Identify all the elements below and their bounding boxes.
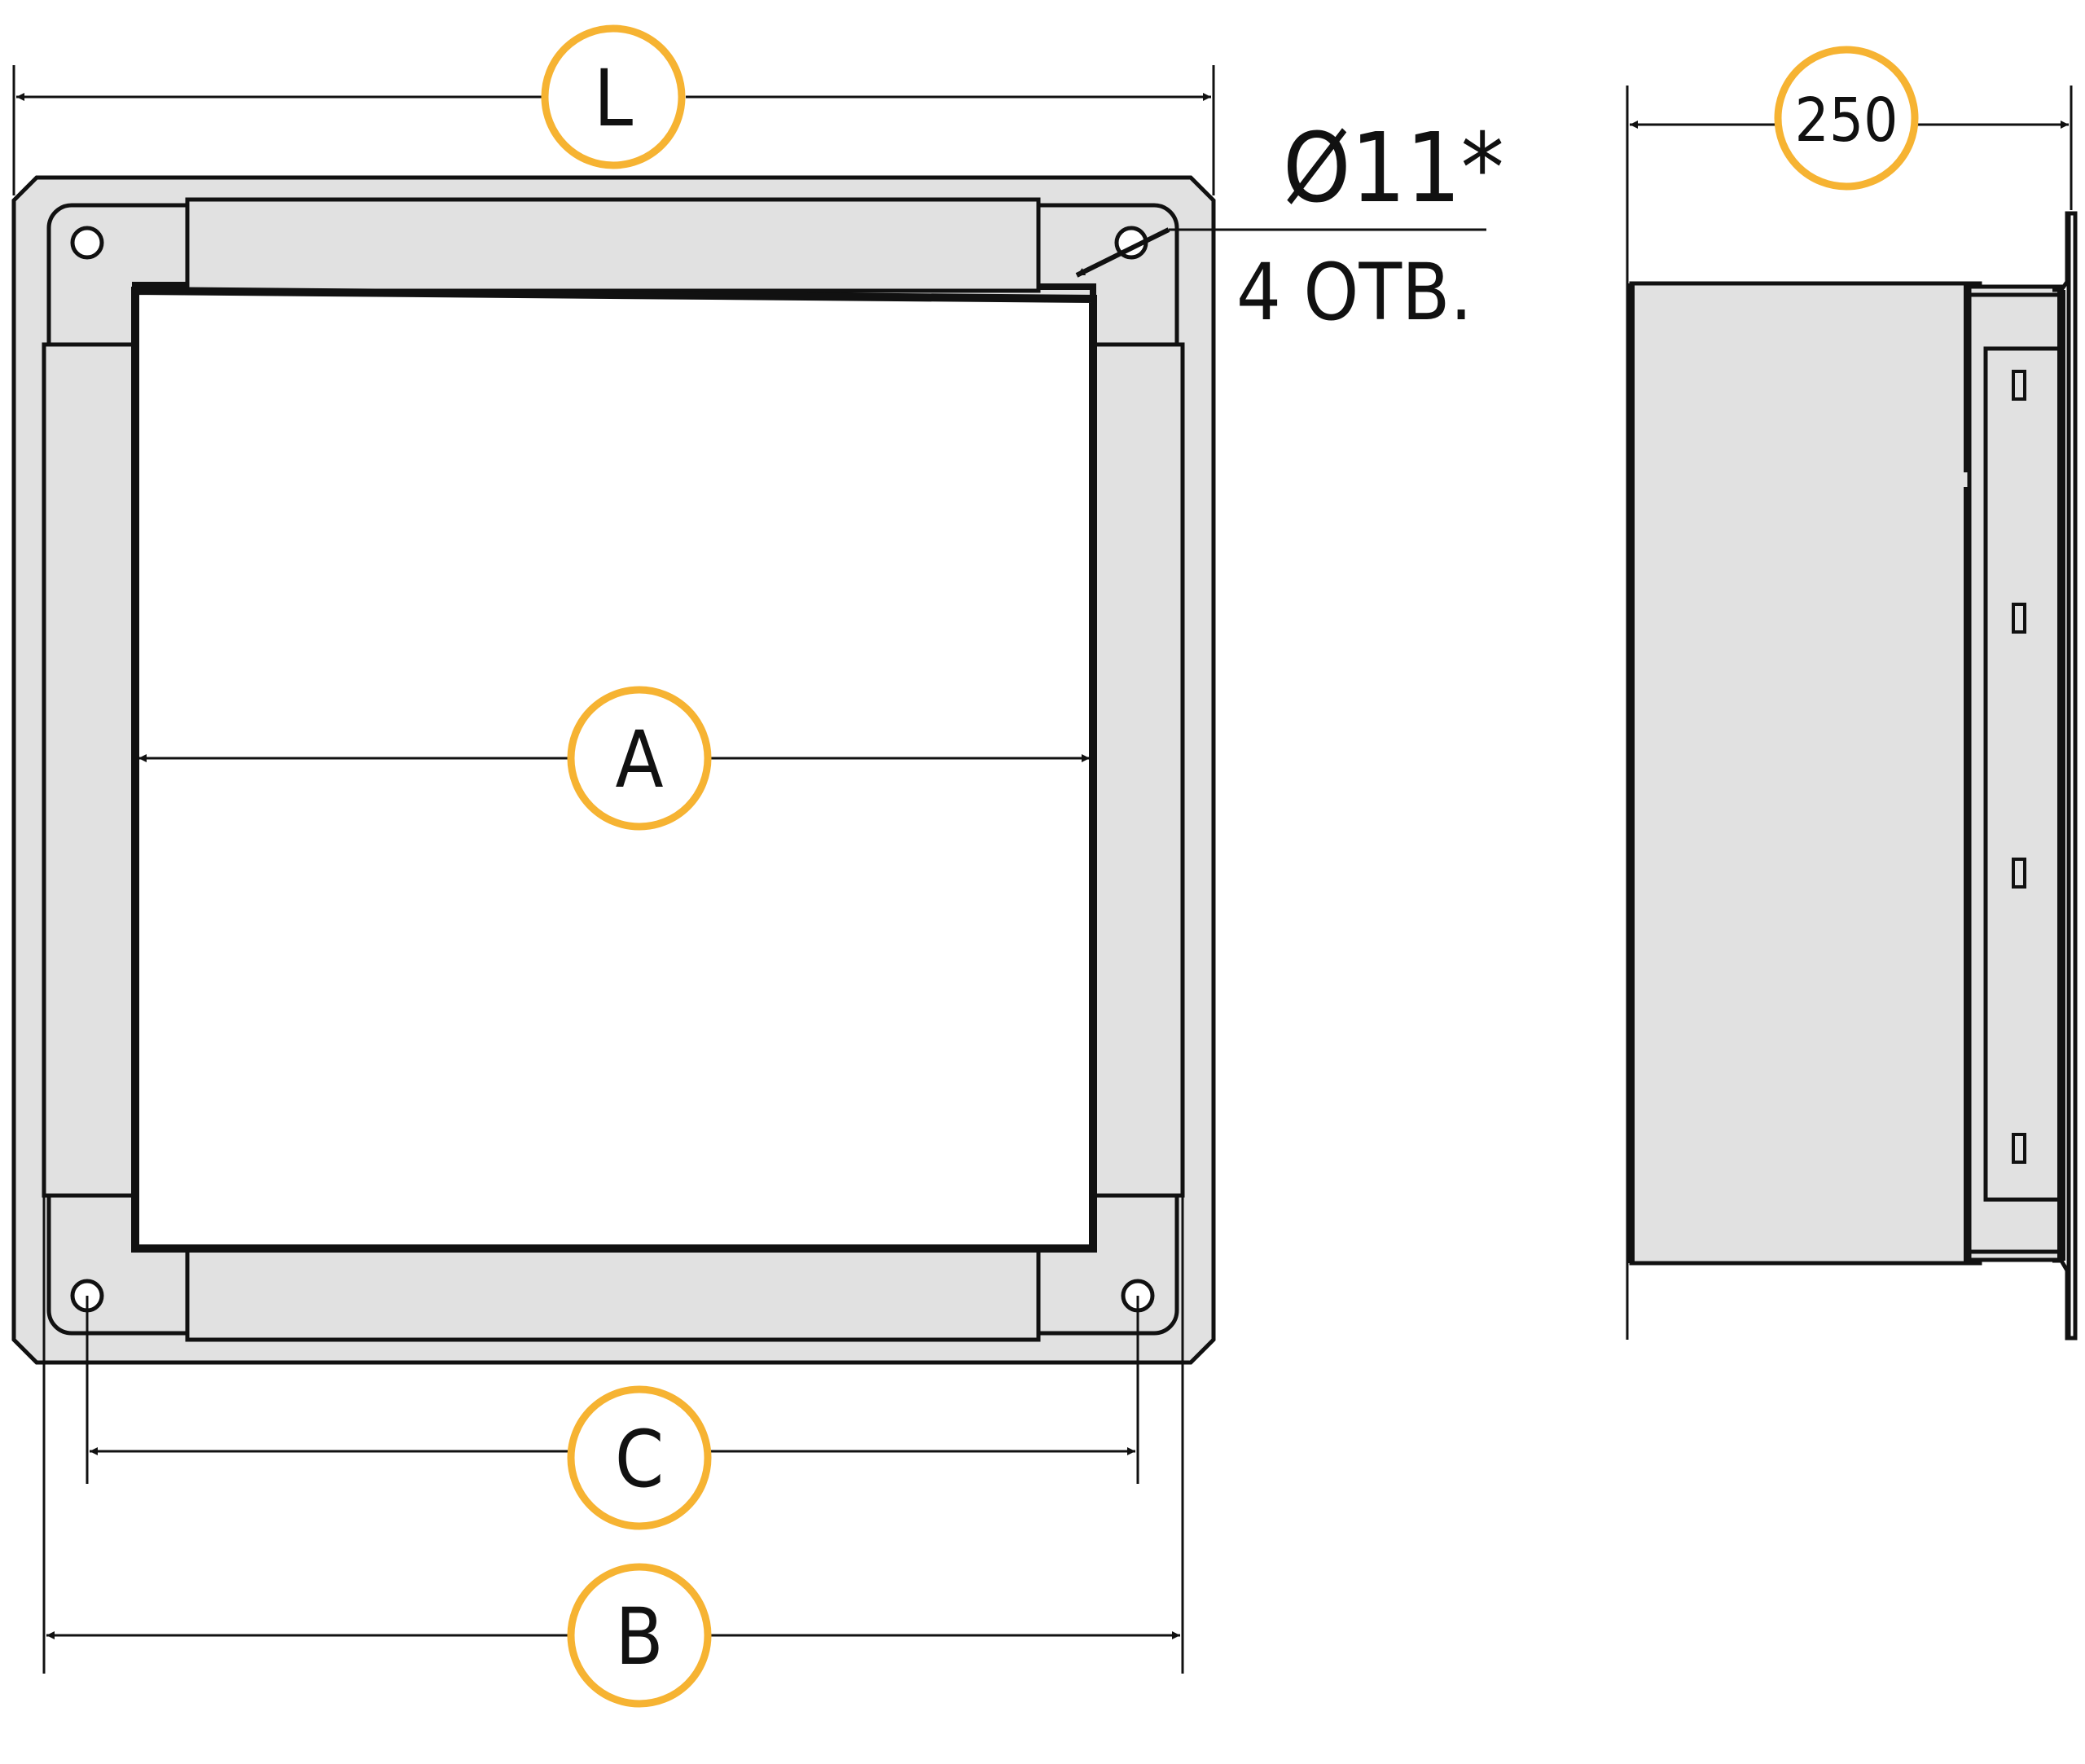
callout-depth: 250 (1774, 46, 1919, 191)
top-rail (185, 197, 1041, 293)
slot-4 (2012, 1133, 2026, 1164)
extension-lines-front (12, 65, 1215, 1674)
duct-body (1629, 281, 1982, 1266)
callout-C-text: C (615, 1414, 664, 1505)
annotation-leader (1075, 227, 1170, 278)
callout-B: B (567, 1563, 712, 1708)
slot-3 (2012, 858, 2026, 889)
bolt-hole-top-left (70, 226, 104, 260)
left-rail (42, 342, 136, 1198)
slot-2 (2012, 603, 2026, 634)
callout-C: C (567, 1385, 712, 1530)
front-view (11, 175, 1216, 1365)
hole-diameter-label: Ø11* (1283, 112, 1504, 224)
hole-count-label: 4 ОТВ. (1236, 247, 1473, 338)
hole-annotation (1075, 227, 1486, 278)
slot-1 (2012, 370, 2026, 401)
extension-lines-side (1626, 86, 2073, 1340)
callout-L-text: L (594, 53, 633, 144)
callout-B-text: B (615, 1591, 663, 1683)
bottom-rail (185, 1248, 1041, 1342)
side-view (1628, 211, 2078, 1341)
side-flange-inner (1983, 346, 2065, 1202)
opening-corner-right (1038, 283, 1096, 299)
callout-A-text: A (615, 714, 663, 805)
side-clip-top (2052, 211, 2078, 1341)
callout-L: L (541, 24, 686, 169)
right-rail (1091, 342, 1185, 1198)
dimension-lines-front (16, 93, 1211, 1639)
callout-depth-text: 250 (1794, 86, 1898, 156)
opening-corner-left (132, 282, 187, 291)
callout-A: A (567, 686, 712, 831)
